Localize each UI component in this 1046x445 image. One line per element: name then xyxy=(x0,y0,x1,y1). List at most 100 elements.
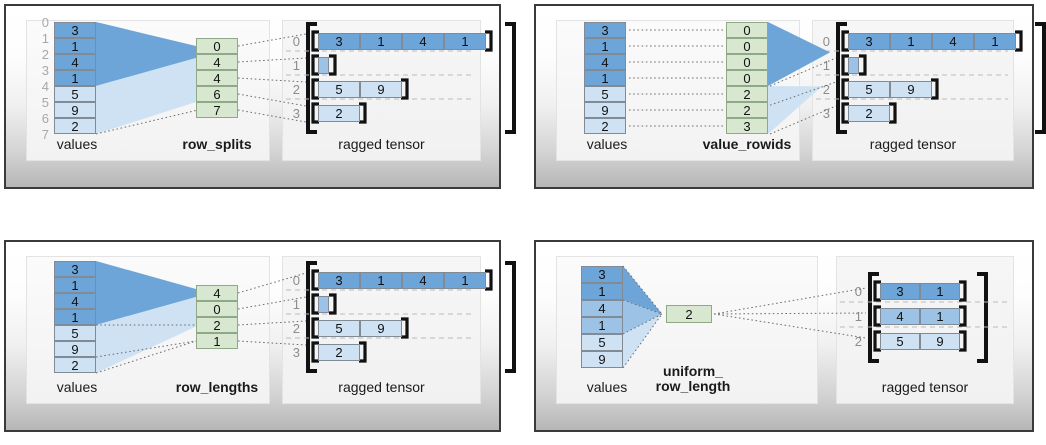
ragged-row-index: 2 xyxy=(854,334,862,349)
value-cell: 9 xyxy=(584,102,626,118)
value-index-label: 5 xyxy=(41,95,49,110)
ragged-caption: ragged tensor xyxy=(338,136,425,152)
ragged-row-index: 0 xyxy=(292,273,300,288)
encoding-cell: 4 xyxy=(196,285,238,301)
ragged-row-index: 3 xyxy=(292,345,300,360)
ragged-cell: 4 xyxy=(402,33,444,50)
ragged-cell: 4 xyxy=(402,272,444,289)
value-index-label: 7 xyxy=(41,127,49,142)
value-cell: 2 xyxy=(584,118,626,134)
encoding-cell: 2 xyxy=(196,317,238,333)
encoding-column-uniform_row_length: 2 xyxy=(666,305,712,323)
value-cell: 2 xyxy=(54,118,96,134)
encoding-cell: 2 xyxy=(726,102,768,118)
ragged-row-index: 3 xyxy=(292,106,300,121)
value-cell: 1 xyxy=(581,317,623,334)
ragged-cell: 1 xyxy=(444,33,486,50)
ragged-cell: 4 xyxy=(932,33,974,50)
ragged-row-index: 1 xyxy=(822,58,830,73)
values-caption: values xyxy=(56,379,98,395)
ragged-row-index: 0 xyxy=(822,34,830,49)
encoding-cell: 0 xyxy=(196,38,238,54)
ragged-cell: 1 xyxy=(890,33,932,50)
ragged-cell: 5 xyxy=(318,81,360,98)
ragged-cell: 1 xyxy=(974,33,1016,50)
ragged-row-index: 0 xyxy=(292,34,300,49)
ragged-row-index: 1 xyxy=(854,309,862,324)
value-index-label: 0 xyxy=(41,15,49,30)
ragged-row-index: 1 xyxy=(292,58,300,73)
ragged-cell: 1 xyxy=(360,33,402,50)
encoding-cell: 1 xyxy=(196,333,238,349)
ragged-cell: 9 xyxy=(360,320,402,337)
value-index-label: 6 xyxy=(41,111,49,126)
value-cell: 1 xyxy=(584,70,626,86)
ragged-row-index: 0 xyxy=(854,284,862,299)
value-cell: 5 xyxy=(584,86,626,102)
encoding-cell: 4 xyxy=(196,70,238,86)
encoding-cell: 2 xyxy=(726,86,768,102)
encoding-cell: 7 xyxy=(196,102,238,118)
ragged-caption: ragged tensor xyxy=(869,136,957,152)
value-cell: 9 xyxy=(581,351,623,368)
value-cell: 1 xyxy=(54,277,96,293)
values-caption: values xyxy=(586,379,628,395)
encoding-cell: 0 xyxy=(726,38,768,54)
ragged-cell-empty xyxy=(848,57,859,74)
ragged-cell: 3 xyxy=(318,33,360,50)
value-cell: 1 xyxy=(584,38,626,54)
value-index-label: 4 xyxy=(41,79,49,94)
ragged-row-index: 2 xyxy=(822,82,830,97)
ragged-cell: 1 xyxy=(444,272,486,289)
value-cell: 4 xyxy=(54,54,96,70)
value-index-label: 2 xyxy=(41,47,49,62)
encoding-cell: 2 xyxy=(666,305,712,323)
value-index-label: 1 xyxy=(41,31,49,46)
encoding-caption: row_splits xyxy=(182,136,252,152)
encoding-caption: value_rowids xyxy=(702,136,792,152)
value-cell: 5 xyxy=(54,86,96,102)
value-cell: 4 xyxy=(54,293,96,309)
encoding-cell: 4 xyxy=(196,54,238,70)
value-cell: 9 xyxy=(54,341,96,357)
ragged-cell: 9 xyxy=(360,81,402,98)
ragged-cell: 1 xyxy=(360,272,402,289)
encoding-caption: row_lengths xyxy=(175,379,259,395)
value-cell: 3 xyxy=(581,266,623,283)
ragged-row-index: 2 xyxy=(292,321,300,336)
value-cell: 1 xyxy=(54,70,96,86)
ragged-row-index: 1 xyxy=(292,297,300,312)
ragged-cell: 2 xyxy=(318,105,360,122)
ragged-caption: ragged tensor xyxy=(881,379,969,395)
ragged-cell: 1 xyxy=(920,283,960,300)
ragged-cell: 5 xyxy=(848,81,890,98)
encoding-caption: uniform_ row_length xyxy=(655,363,731,394)
value-cell: 9 xyxy=(54,102,96,118)
ragged-cell-empty xyxy=(318,296,329,313)
value-index-label: 3 xyxy=(41,63,49,78)
ragged-cell: 5 xyxy=(318,320,360,337)
ragged-cell: 3 xyxy=(848,33,890,50)
ragged-cell: 3 xyxy=(318,272,360,289)
ragged-cell: 2 xyxy=(318,344,360,361)
encoding-cell: 6 xyxy=(196,86,238,102)
value-cell: 1 xyxy=(54,38,96,54)
ragged-cell: 2 xyxy=(848,105,890,122)
ragged-caption: ragged tensor xyxy=(338,379,425,395)
value-cell: 3 xyxy=(584,22,626,38)
ragged-row-index: 2 xyxy=(292,82,300,97)
value-cell: 1 xyxy=(54,309,96,325)
ragged-cell: 4 xyxy=(880,308,920,325)
ragged-cell-empty xyxy=(318,57,329,74)
